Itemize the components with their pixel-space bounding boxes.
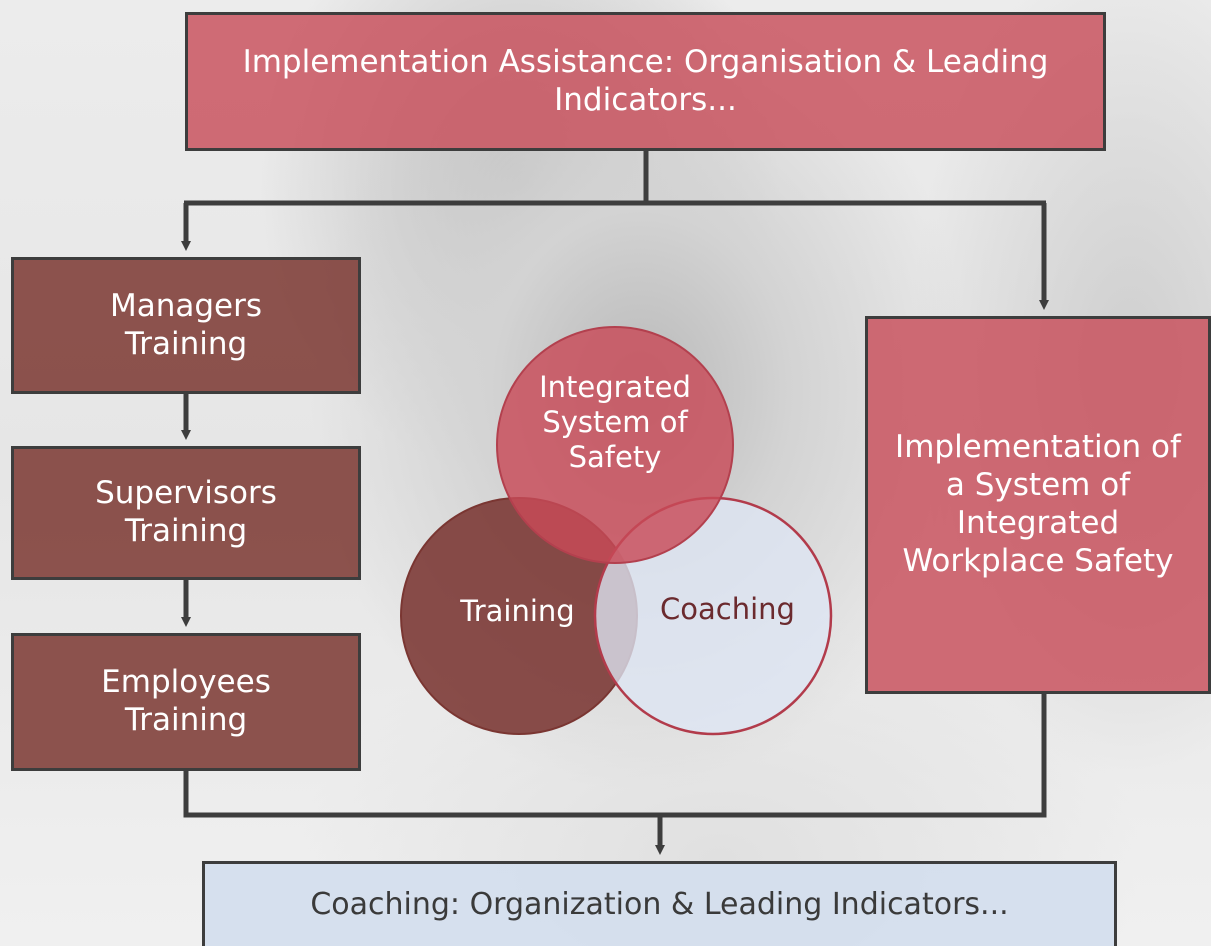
coaching-organization-label: Coaching: Organization & Leading Indicat… (310, 886, 1009, 922)
employees-training-box: Employees Training (11, 633, 361, 771)
venn-label-coaching: Coaching (660, 592, 795, 626)
managers-training-label: Managers Training (109, 287, 263, 362)
venn-label-training: Training (460, 594, 575, 628)
implementation-assistance-label: Implementation Assistance: Organisation … (242, 43, 1049, 118)
supervisors-training-label: Supervisors Training (95, 475, 277, 549)
supervisors-training-box: Supervisors Training (11, 446, 361, 580)
venn-circle-integrated (496, 326, 734, 564)
implementation-system-label: Implementation of a System of Integrated… (895, 429, 1181, 579)
employees-training-label: Employees Training (101, 664, 271, 738)
connector-bottom-merge (183, 694, 1047, 818)
coaching-organization-box: Coaching: Organization & Leading Indicat… (202, 861, 1117, 946)
venn-label-integrated: Integrated System of Safety (539, 370, 691, 474)
managers-training-box: Managers Training (11, 257, 361, 394)
implementation-system-box: Implementation of a System of Integrated… (865, 316, 1211, 694)
implementation-assistance-box: Implementation Assistance: Organisation … (185, 12, 1106, 151)
